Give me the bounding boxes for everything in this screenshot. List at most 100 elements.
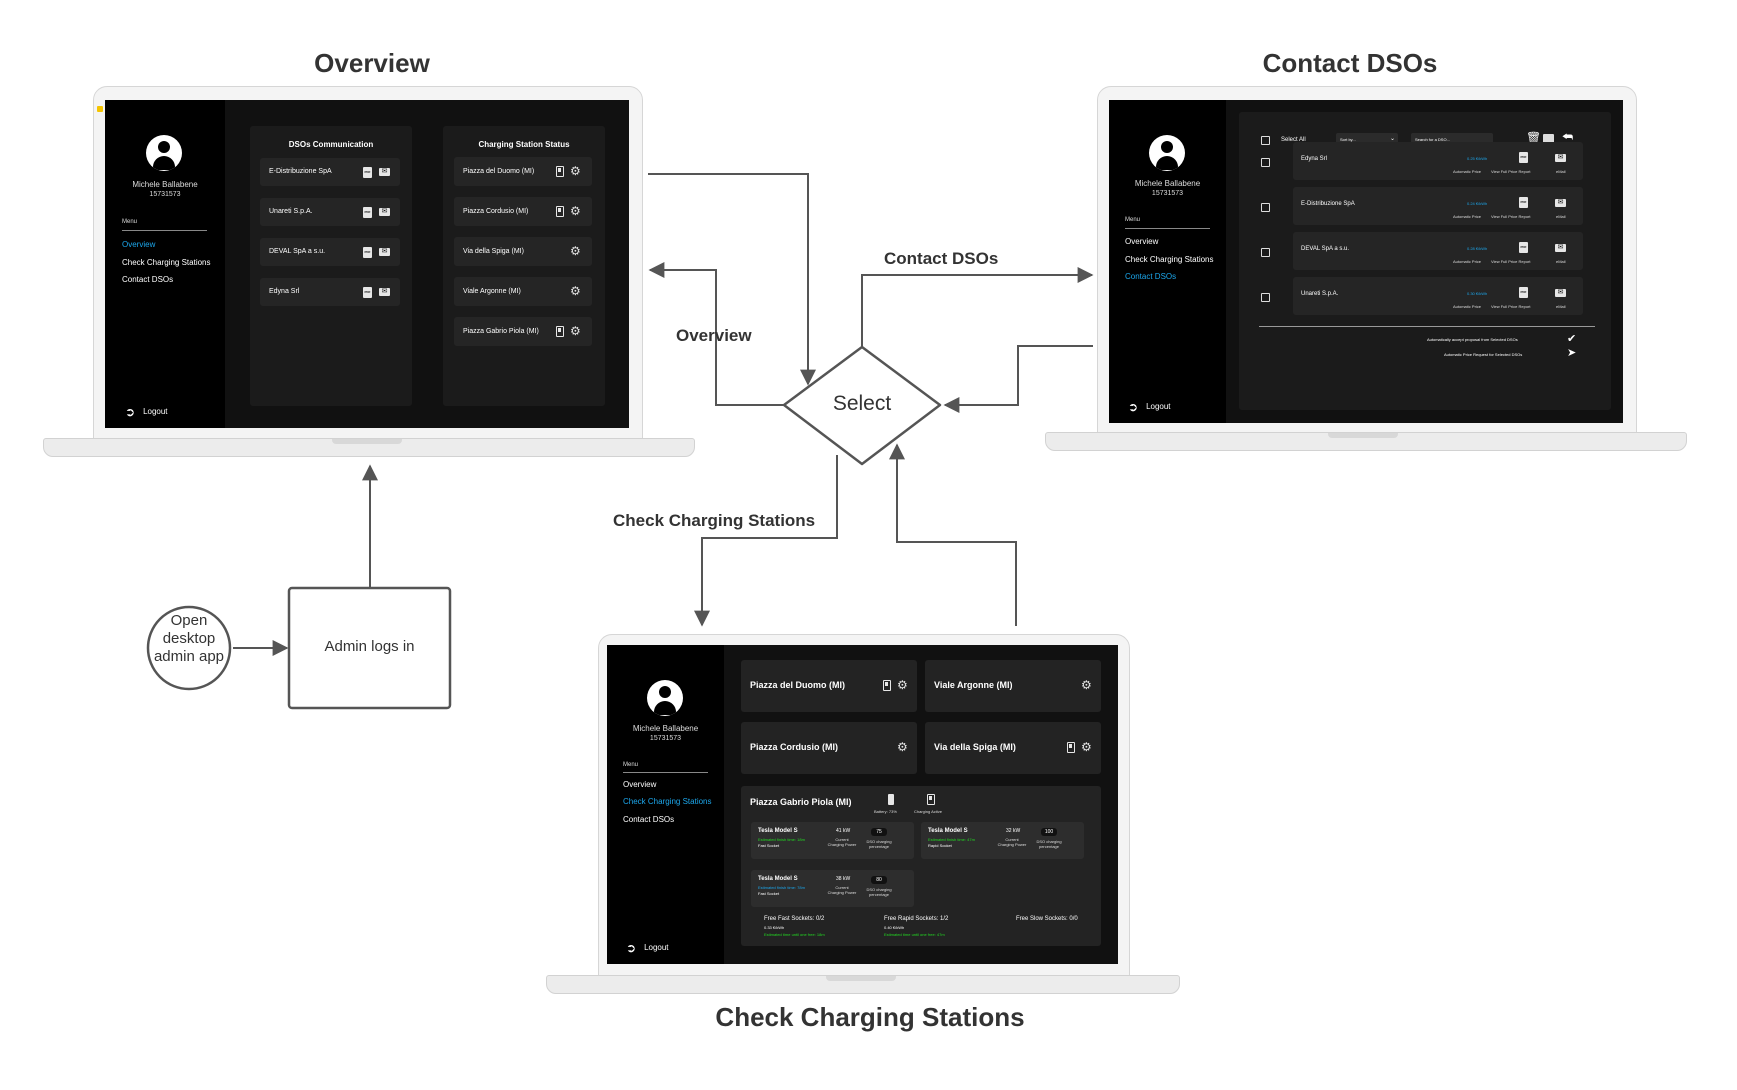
gear-icon[interactable]: ⚙ bbox=[570, 164, 581, 178]
menu-item-overview[interactable]: Overview bbox=[122, 240, 156, 249]
pdf-icon[interactable]: PDF bbox=[1519, 287, 1528, 298]
station-row[interactable]: Via della Spiga (MI) ⚙ bbox=[454, 237, 592, 266]
menu-item-contact-dsos[interactable]: Contact DSOs bbox=[122, 275, 174, 284]
menu-item-contact-dsos[interactable]: Contact DSOs bbox=[623, 815, 675, 824]
menu-label: Menu bbox=[122, 219, 138, 225]
menu-divider bbox=[1125, 228, 1210, 229]
row-checkbox[interactable] bbox=[1261, 158, 1270, 167]
send-icon[interactable]: ➤ bbox=[1567, 347, 1577, 359]
menu-item-check-charging-stations[interactable]: Check Charging Stations bbox=[122, 258, 211, 267]
gear-icon[interactable]: ⚙ bbox=[570, 204, 581, 218]
station-row[interactable]: Piazza Cordusio (MI) ⚙ bbox=[454, 197, 592, 226]
dso-row[interactable]: E-Distribuzione SpA PDF ✉ bbox=[260, 158, 400, 186]
email-label: eMail bbox=[1556, 304, 1566, 309]
edge-label-check: Check Charging Stations bbox=[613, 511, 816, 530]
car-power: 41 kW bbox=[836, 828, 851, 834]
price-report-label: View Full Price Report bbox=[1491, 259, 1531, 264]
pdf-icon[interactable]: PDF bbox=[1519, 242, 1528, 253]
dso-price: 0.25 €/kWh bbox=[1467, 156, 1488, 161]
logout-button[interactable]: ➲Logout bbox=[125, 405, 168, 419]
station-row[interactable]: Viale Argonne (MI) ⚙ bbox=[454, 277, 592, 306]
battery-icon bbox=[888, 794, 894, 805]
menu-item-overview[interactable]: Overview bbox=[623, 780, 657, 789]
row-checkbox[interactable] bbox=[1261, 248, 1270, 257]
logout-button[interactable]: ➲Logout bbox=[626, 941, 669, 955]
gear-icon[interactable]: ⚙ bbox=[570, 284, 581, 298]
logout-label: Logout bbox=[644, 943, 669, 953]
station-row[interactable]: Piazza Gabrio Piola (MI) ⚙ bbox=[454, 317, 592, 346]
gear-icon[interactable]: ⚙ bbox=[570, 324, 581, 338]
reply-icon[interactable]: ⮪ bbox=[1562, 130, 1574, 144]
gear-icon[interactable]: ⚙ bbox=[897, 678, 908, 692]
mail-icon[interactable]: ✉ bbox=[379, 248, 390, 256]
mail-icon[interactable]: ✉ bbox=[1555, 289, 1566, 297]
dso-row[interactable]: DEVAL SpA a s.u. PDF ✉ bbox=[260, 238, 400, 266]
decision-node-label: Select bbox=[832, 392, 892, 415]
dso-name: E-Distribuzione SpA bbox=[269, 168, 332, 175]
pdf-icon[interactable]: PDF bbox=[363, 287, 372, 298]
logout-button[interactable]: ➲Logout bbox=[1128, 400, 1171, 414]
power-label: Current Charging Power bbox=[997, 837, 1027, 847]
station-name: Viale Argonne (MI) bbox=[934, 680, 1013, 690]
charging-icon bbox=[883, 680, 891, 691]
station-detail-card: Piazza Gabrio Piola (MI) Battery: 73% Ch… bbox=[741, 786, 1101, 946]
user-id: 15731573 bbox=[649, 735, 682, 742]
check-circle-icon[interactable]: ✔ bbox=[1567, 333, 1577, 345]
station-card[interactable]: Via della Spiga (MI) ⚙ bbox=[925, 722, 1101, 774]
dso-percentage-label: DSO charging percentage bbox=[866, 839, 892, 849]
charging-station-status-panel: Charging Station Status Piazza del Duomo… bbox=[443, 126, 605, 406]
mail-icon[interactable]: ✉ bbox=[1555, 154, 1566, 162]
gear-icon[interactable]: ⚙ bbox=[570, 244, 581, 258]
row-checkbox[interactable] bbox=[1261, 293, 1270, 302]
mail-icon[interactable]: ✉ bbox=[1555, 244, 1566, 252]
charging-icon bbox=[1067, 742, 1075, 753]
car-card: Tesla Model S Estimated finish time: 18m… bbox=[751, 822, 914, 859]
menu-item-check-charging-stations[interactable]: Check Charging Stations bbox=[623, 797, 712, 806]
mail-icon[interactable]: ✉ bbox=[379, 288, 390, 296]
menu-item-overview[interactable]: Overview bbox=[1125, 237, 1159, 246]
price-report-label: View Full Price Report bbox=[1491, 169, 1531, 174]
gear-icon[interactable]: ⚙ bbox=[1081, 740, 1092, 754]
arrow-select-to-check bbox=[694, 455, 838, 627]
station-name: Piazza Cordusio (MI) bbox=[463, 208, 529, 215]
pdf-icon[interactable]: PDF bbox=[363, 207, 372, 218]
gear-icon[interactable]: ⚙ bbox=[897, 740, 908, 754]
check-laptop-notch bbox=[826, 976, 896, 981]
user-id: 15731573 bbox=[149, 191, 181, 198]
check-screen-title: Check Charging Stations bbox=[715, 1002, 1025, 1032]
pdf-icon[interactable]: PDF bbox=[1519, 152, 1528, 163]
menu-item-contact-dsos[interactable]: Contact DSOs bbox=[1125, 272, 1177, 281]
pdf-icon[interactable]: PDF bbox=[1519, 197, 1528, 208]
trash-icon[interactable]: 🗑 bbox=[1526, 131, 1542, 145]
mail-icon[interactable]: ✉ bbox=[1555, 199, 1566, 207]
mail-icon[interactable]: ✉ bbox=[379, 168, 390, 176]
station-card[interactable]: Piazza Cordusio (MI) ⚙ bbox=[741, 722, 917, 774]
dso-row[interactable]: Unareti S.p.A. PDF ✉ bbox=[260, 198, 400, 226]
station-card[interactable]: Viale Argonne (MI) ⚙ bbox=[925, 660, 1101, 712]
dso-row[interactable]: Edyna Srl PDF ✉ bbox=[260, 278, 400, 306]
mail-icon[interactable]: ✉ bbox=[379, 208, 390, 216]
pdf-icon[interactable]: PDF bbox=[363, 247, 372, 258]
pdf-icon[interactable]: PDF bbox=[363, 167, 372, 178]
dso-price: 0.28 €/kWh bbox=[1467, 246, 1488, 251]
menu-label: Menu bbox=[1125, 217, 1141, 223]
station-card[interactable]: Piazza del Duomo (MI) ⚙ bbox=[741, 660, 917, 712]
window-indicator bbox=[97, 106, 103, 112]
select-all-checkbox[interactable] bbox=[1261, 136, 1270, 145]
user-avatar bbox=[1149, 135, 1185, 171]
station-row[interactable]: Piazza del Duomo (MI) ⚙ bbox=[454, 157, 592, 186]
row-checkbox[interactable] bbox=[1261, 203, 1270, 212]
email-label: eMail bbox=[1556, 169, 1566, 174]
auto-request-label: Automatic Price Request for Selected DSO… bbox=[1444, 352, 1523, 357]
contact-laptop-notch bbox=[1328, 433, 1398, 438]
car-card: Tesla Model S Estimated finish time: 47m… bbox=[921, 822, 1084, 859]
gear-icon[interactable]: ⚙ bbox=[1081, 678, 1092, 692]
menu-item-check-charging-stations[interactable]: Check Charging Stations bbox=[1125, 255, 1214, 264]
car-power: 38 kW bbox=[836, 876, 851, 882]
dso-percentage-label: DSO charging percentage bbox=[866, 887, 892, 897]
station-name: Piazza del Duomo (MI) bbox=[750, 680, 846, 690]
arrow-select-to-overview bbox=[648, 262, 785, 406]
archive-icon[interactable] bbox=[1543, 134, 1554, 144]
list-divider bbox=[1259, 326, 1595, 327]
logout-label: Logout bbox=[143, 407, 168, 417]
